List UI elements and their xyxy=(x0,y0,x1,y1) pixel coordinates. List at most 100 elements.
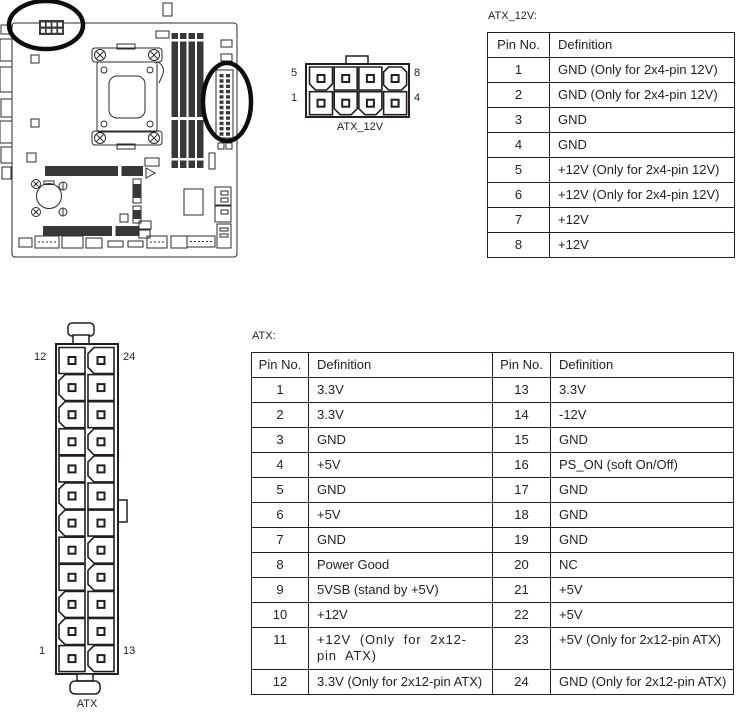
table-header-row: Pin No. Definition xyxy=(487,32,735,58)
pin-terminal xyxy=(96,383,106,393)
pin-cell: 1 xyxy=(487,57,550,83)
definition-cell: 3.3V xyxy=(550,377,734,403)
pin-terminal xyxy=(96,464,106,474)
motherboard-diagram xyxy=(0,0,254,258)
definition-cell: PS_ON (soft On/Off) xyxy=(550,452,734,478)
cpu-socket xyxy=(91,43,164,150)
atx-connector-drawing xyxy=(55,322,128,695)
table-row: 11+12V (Only for 2x12-pin ATX)23+5V (Onl… xyxy=(251,627,734,670)
definition-cell: +12V xyxy=(549,232,735,258)
atx12v-connector-label: ATX_12V xyxy=(336,121,384,133)
column-header-definition-left: Definition xyxy=(308,352,493,378)
column-header-pin: Pin No. xyxy=(487,32,550,58)
pin-number-4: 4 xyxy=(414,92,421,104)
definition-cell: GND xyxy=(549,107,735,133)
definition-cell: +12V (Only for 2x4-pin 12V) xyxy=(549,157,735,183)
pin-number-13: 13 xyxy=(123,645,136,657)
definition-cell: GND xyxy=(550,527,734,553)
pin-cell: 15 xyxy=(492,427,551,453)
pin-cell: 24 xyxy=(492,669,551,695)
atx-section: ATX: Pin No. Definition Pin No. Definiti… xyxy=(251,329,735,695)
pin-cell: 3 xyxy=(251,427,309,453)
pin-terminal xyxy=(67,356,77,365)
definition-cell: GND xyxy=(550,427,734,453)
definition-cell: +5V xyxy=(550,602,734,628)
definition-cell: +5V (Only for 2x12-pin ATX) xyxy=(550,627,734,670)
pin-cell: 13 xyxy=(492,377,551,403)
pin-terminal xyxy=(96,356,106,365)
pin-cell: 1 xyxy=(251,377,309,403)
pin-terminal xyxy=(96,410,106,420)
battery xyxy=(36,183,62,209)
definition-cell: 3.3V (Only for 2x12-pin ATX) xyxy=(308,669,493,695)
definition-cell: NC xyxy=(550,552,734,578)
column-header-pin-left: Pin No. xyxy=(251,352,309,378)
pin-cell: 5 xyxy=(487,157,550,183)
pin-terminal xyxy=(67,518,77,528)
connector-side-clip xyxy=(117,499,128,523)
atx12v-connector-diagram: 5 1 8 4 ATX_12V xyxy=(289,55,431,140)
pin-terminal xyxy=(67,654,77,664)
pin-cell: 14 xyxy=(492,402,551,428)
pin-number-1: 1 xyxy=(291,92,298,104)
definition-cell: GND xyxy=(308,477,493,503)
pin-terminal xyxy=(67,545,77,555)
atx-table-title: ATX: xyxy=(252,330,276,342)
pin-cell: 6 xyxy=(487,182,550,208)
pin-cell: 3 xyxy=(487,107,550,133)
definition-text: +12V (Only for 2x12-pin ATX) xyxy=(317,632,467,663)
pin-cell: 7 xyxy=(251,527,309,553)
pin-cell: 5 xyxy=(251,477,309,503)
definition-cell: 5VSB (stand by +5V) xyxy=(308,577,493,603)
definition-cell: GND xyxy=(550,502,734,528)
connector-tab xyxy=(67,322,95,337)
atx-connector-diagram: 12 24 1 13 ATX xyxy=(30,320,150,713)
definition-cell: GND (Only for 2x12-pin ATX) xyxy=(550,669,734,695)
pin-cell: 17 xyxy=(492,477,551,503)
pin-cell: 20 xyxy=(492,552,551,578)
pin-terminal xyxy=(341,98,351,108)
pin-terminal xyxy=(67,572,77,582)
pin-terminal xyxy=(390,74,400,83)
column-header-definition: Definition xyxy=(549,32,735,58)
pin-terminal xyxy=(67,383,77,393)
pin-terminal xyxy=(96,545,106,555)
definition-cell: GND xyxy=(550,477,734,503)
pin-number-24: 24 xyxy=(123,351,136,363)
pin-cell: 2 xyxy=(251,402,309,428)
definition-cell: +12V (Only for 2x12-pin ATX) xyxy=(308,627,493,670)
atx-connector-label: ATX xyxy=(76,698,98,710)
pin-terminal xyxy=(67,410,77,420)
table-row: 5+12V (Only for 2x4-pin 12V) xyxy=(487,157,735,183)
pin-cell: 4 xyxy=(487,132,550,158)
pin-terminal xyxy=(96,654,106,664)
definition-cell: +5V xyxy=(308,502,493,528)
pin-cell: 19 xyxy=(492,527,551,553)
definition-cell: GND xyxy=(308,527,493,553)
pin-cell: 8 xyxy=(251,552,309,578)
pin-terminal xyxy=(67,437,77,447)
board-atx-connector xyxy=(215,69,234,139)
definition-cell: GND xyxy=(308,427,493,453)
table-row: 7+12V xyxy=(487,207,735,233)
definition-cell: -12V xyxy=(550,402,734,428)
column-header-definition-right: Definition xyxy=(550,352,734,378)
pin-number-8: 8 xyxy=(414,67,421,79)
atx12v-highlight-circle xyxy=(6,0,86,52)
definition-cell: +12V xyxy=(549,207,735,233)
definition-cell: +5V xyxy=(550,577,734,603)
atx-highlight-circle xyxy=(200,60,254,144)
pin-terminal xyxy=(96,491,106,501)
